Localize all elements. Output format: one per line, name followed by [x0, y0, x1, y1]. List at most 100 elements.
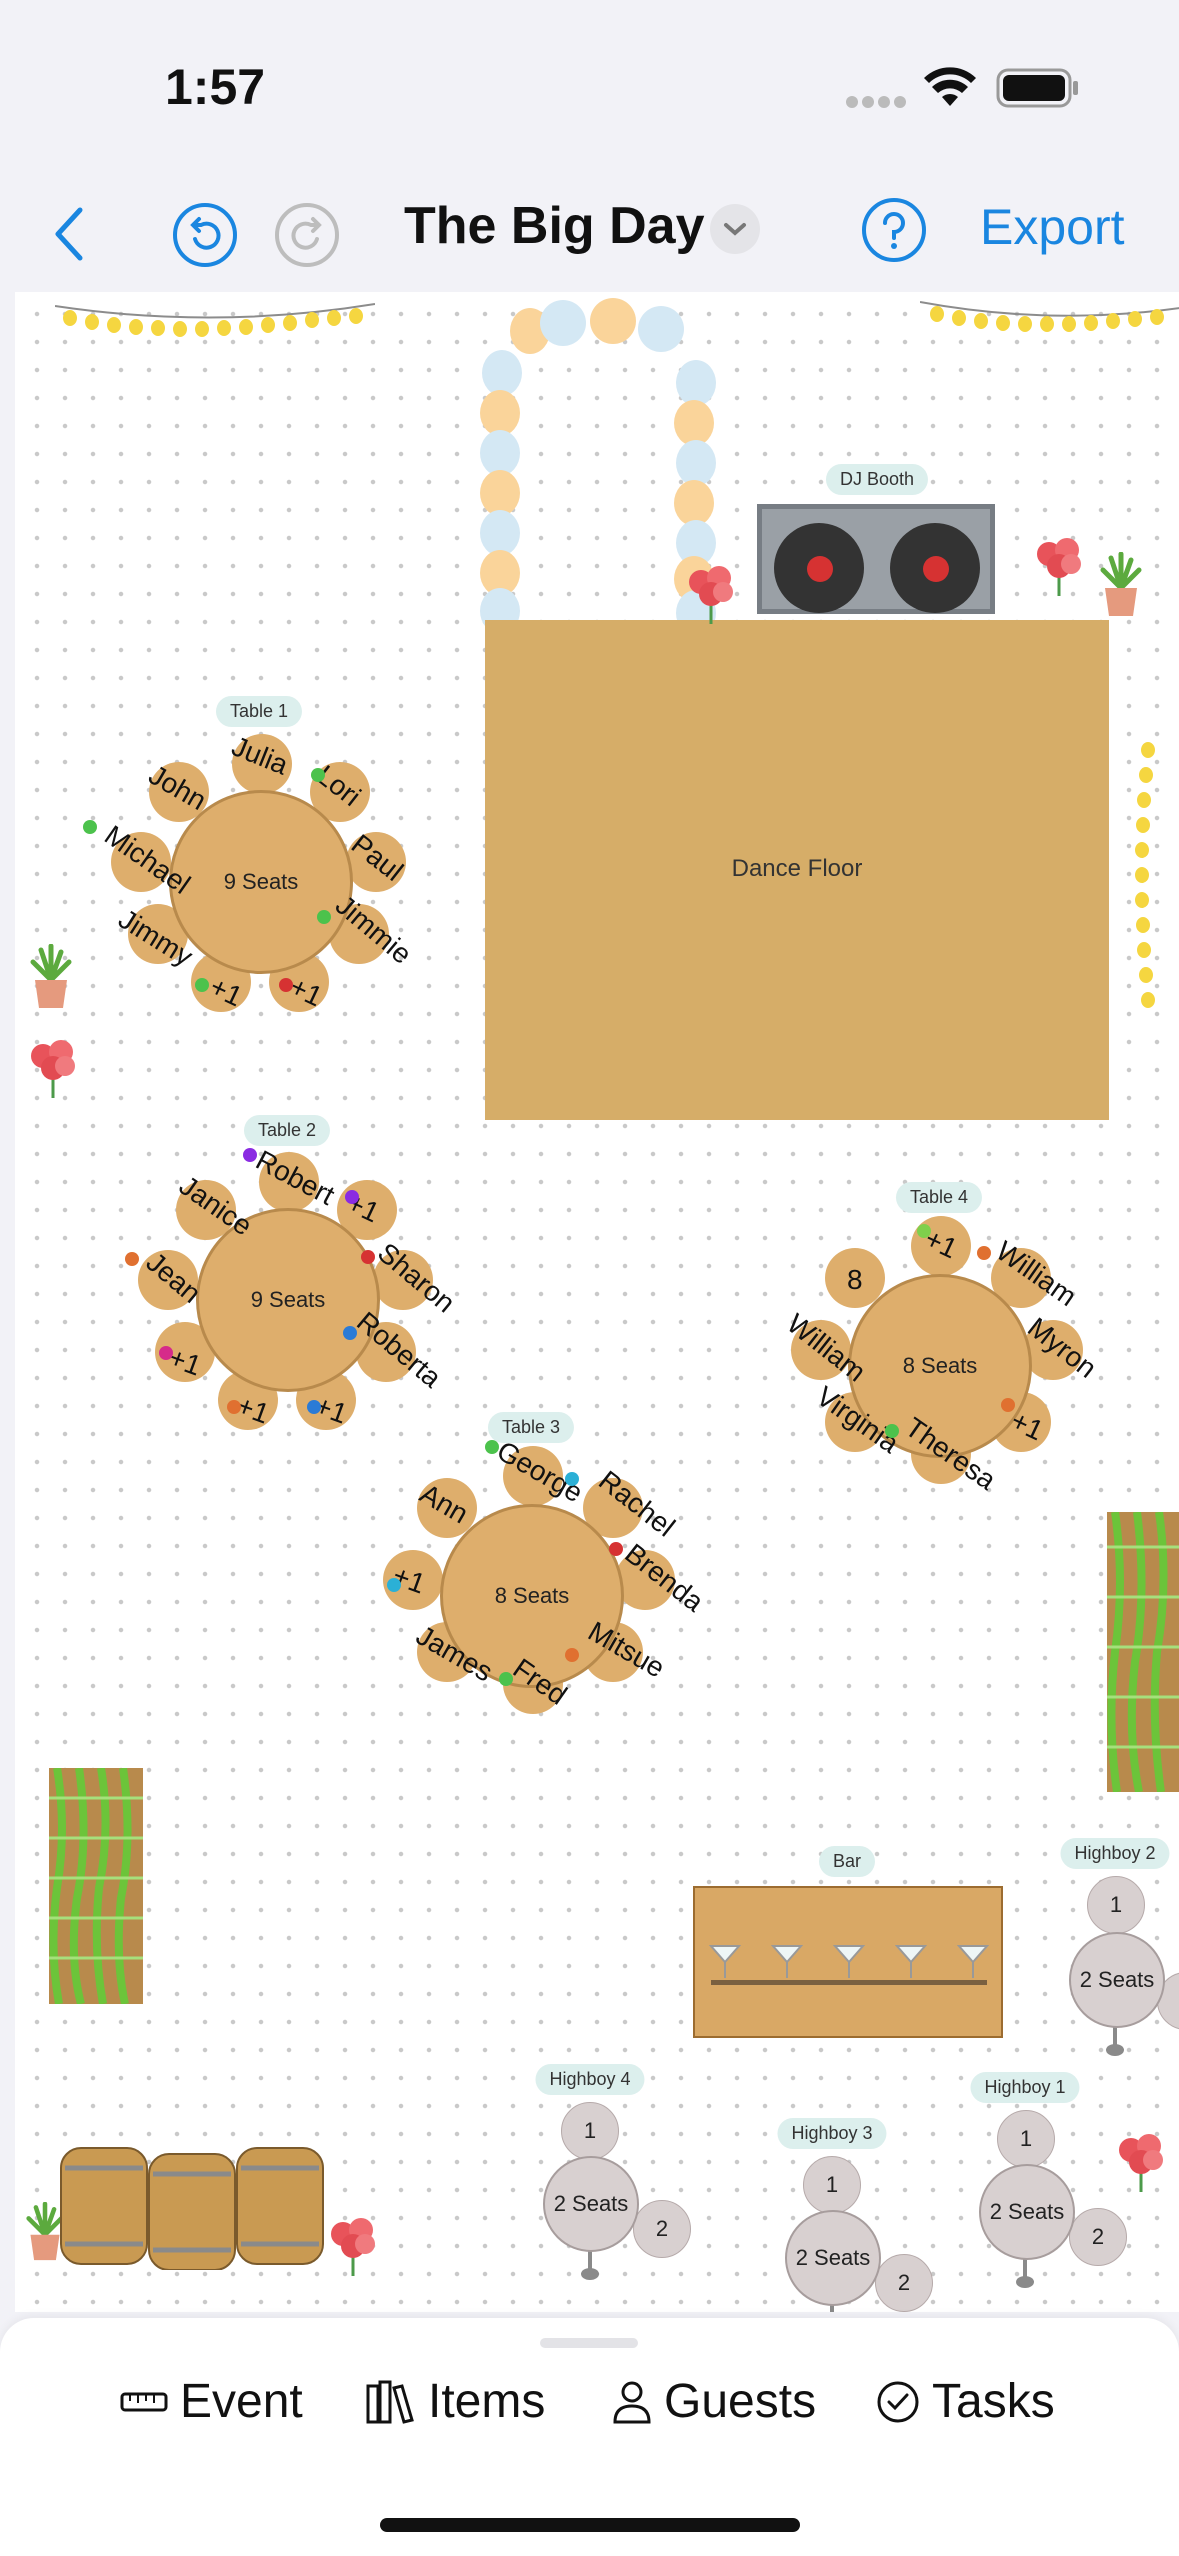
sheet-grabber[interactable]: [540, 2338, 638, 2348]
seat[interactable]: [111, 832, 171, 892]
seat[interactable]: [503, 1446, 563, 1506]
seat[interactable]: [417, 1478, 477, 1538]
ivy-wall[interactable]: [49, 1767, 143, 2006]
seat[interactable]: [259, 1152, 319, 1212]
export-button[interactable]: Export: [980, 199, 1125, 255]
potted-plant-icon[interactable]: [25, 2201, 65, 2267]
potted-plant-icon[interactable]: [1099, 551, 1143, 623]
seat[interactable]: [373, 1250, 433, 1310]
seat[interactable]: 1: [803, 2156, 861, 2214]
wifi-icon: [924, 66, 976, 113]
string-lights-top-right[interactable]: [919, 298, 1179, 338]
bar-shelf: [711, 1980, 987, 1985]
table-top[interactable]: 9 Seats: [196, 1208, 380, 1392]
guest-tag-dot: [279, 978, 293, 992]
guest-tag-dot: [311, 768, 325, 782]
seat[interactable]: 1: [1087, 1876, 1145, 1934]
bar[interactable]: [693, 1886, 1003, 2038]
martini-glass-icon: [833, 1945, 865, 1978]
highboy-top[interactable]: 2 Seats: [785, 2210, 881, 2306]
dj-booth-label: DJ Booth: [825, 464, 929, 495]
flower-bouquet-icon[interactable]: [25, 1034, 81, 1105]
checkmark-circle-icon: [877, 2381, 919, 2422]
tab-label: Event: [180, 2375, 303, 2428]
back-button[interactable]: [44, 198, 92, 270]
highboy-label: Highboy 1: [970, 2072, 1080, 2103]
highboy-foot: [1016, 2276, 1034, 2288]
seat[interactable]: 2: [875, 2254, 933, 2312]
seat-count: 9 Seats: [250, 1287, 326, 1312]
tab-event[interactable]: Event: [120, 2374, 303, 2429]
table-top[interactable]: 9 Seats: [169, 790, 353, 974]
dj-booth[interactable]: [757, 504, 995, 614]
potted-plant-icon[interactable]: [29, 943, 73, 1015]
undo-icon: [173, 203, 237, 267]
barrels[interactable]: [59, 2140, 329, 2271]
seat[interactable]: [138, 1250, 198, 1310]
table-label: Table 4: [895, 1182, 983, 1213]
highboy-top[interactable]: 2 Seats: [543, 2156, 639, 2252]
home-indicator: [380, 2518, 800, 2532]
highboy-foot: [581, 2268, 599, 2280]
seat[interactable]: [615, 1550, 675, 1610]
martini-glass-icon: [957, 1945, 989, 1978]
seat-count: 9 Seats: [223, 869, 299, 894]
martini-glass-icon: [771, 1945, 803, 1978]
highboy-top[interactable]: 2 Seats: [1069, 1932, 1165, 2028]
tab-guests[interactable]: Guests: [612, 2374, 816, 2429]
redo-button[interactable]: [272, 200, 342, 270]
balloon-arch[interactable]: [480, 298, 720, 636]
seat[interactable]: 2: [1069, 2208, 1127, 2266]
guest-tag-dot: [227, 1400, 241, 1414]
battery-icon: [996, 68, 1080, 113]
highboy-stem: [588, 2238, 592, 2276]
martini-glass-icon: [709, 1945, 741, 1978]
table-label: Table 2: [243, 1115, 331, 1146]
tab-label: Tasks: [932, 2375, 1055, 2428]
table-label: Table 3: [487, 1412, 575, 1443]
guest-tag-dot: [125, 1252, 139, 1266]
guest-tag-dot: [565, 1472, 579, 1486]
flower-bouquet-icon[interactable]: [683, 560, 739, 631]
tab-tasks[interactable]: Tasks: [876, 2374, 1055, 2429]
dance-floor[interactable]: Dance Floor: [485, 620, 1109, 1120]
seat[interactable]: [1023, 1320, 1083, 1380]
seat[interactable]: [232, 734, 292, 794]
string-lights-top-left[interactable]: [54, 300, 376, 340]
event-title[interactable]: The Big Day: [404, 197, 705, 255]
question-mark-icon: [862, 198, 926, 262]
highboy-top[interactable]: 2 Seats: [979, 2164, 1075, 2260]
seat[interactable]: 1: [561, 2102, 619, 2160]
help-button[interactable]: [860, 196, 928, 264]
guest-tag-dot: [565, 1648, 579, 1662]
undo-button[interactable]: [170, 200, 240, 270]
flower-bouquet-icon[interactable]: [1113, 2128, 1169, 2199]
guest-tag-dot: [609, 1542, 623, 1556]
turntable-icon: [890, 523, 980, 613]
table-top[interactable]: 8 Seats: [848, 1274, 1032, 1458]
seat[interactable]: [149, 762, 209, 822]
seat[interactable]: [825, 1248, 885, 1308]
seat[interactable]: 1: [997, 2110, 1055, 2168]
floor-plan-canvas[interactable]: DJ Booth Dance Floor Table 1: [15, 292, 1179, 2312]
seat[interactable]: [176, 1180, 236, 1240]
ivy-wall[interactable]: [1107, 1511, 1179, 1793]
title-dropdown-chevron-icon[interactable]: [710, 204, 760, 254]
seat[interactable]: [791, 1320, 851, 1380]
flower-bouquet-icon[interactable]: [1031, 532, 1087, 603]
seat-count: 8 Seats: [494, 1583, 570, 1608]
books-icon: [366, 2380, 414, 2424]
highboy-label: Highboy 3: [777, 2118, 887, 2149]
status-bar: 1:57: [0, 0, 1179, 170]
seat[interactable]: 2: [633, 2200, 691, 2258]
dance-floor-label: Dance Floor: [731, 855, 863, 882]
tab-items[interactable]: Items: [366, 2374, 545, 2429]
table-top[interactable]: 8 Seats: [440, 1504, 624, 1688]
guest-tag-dot: [499, 1672, 513, 1686]
seat[interactable]: [346, 832, 406, 892]
flower-bouquet-icon[interactable]: [325, 2212, 381, 2283]
string-lights-right[interactable]: [1125, 722, 1165, 1042]
guest-tag-dot: [977, 1246, 991, 1260]
guest-tag-dot: [159, 1346, 173, 1360]
guest-name[interactable]: 8: [847, 1264, 863, 1295]
